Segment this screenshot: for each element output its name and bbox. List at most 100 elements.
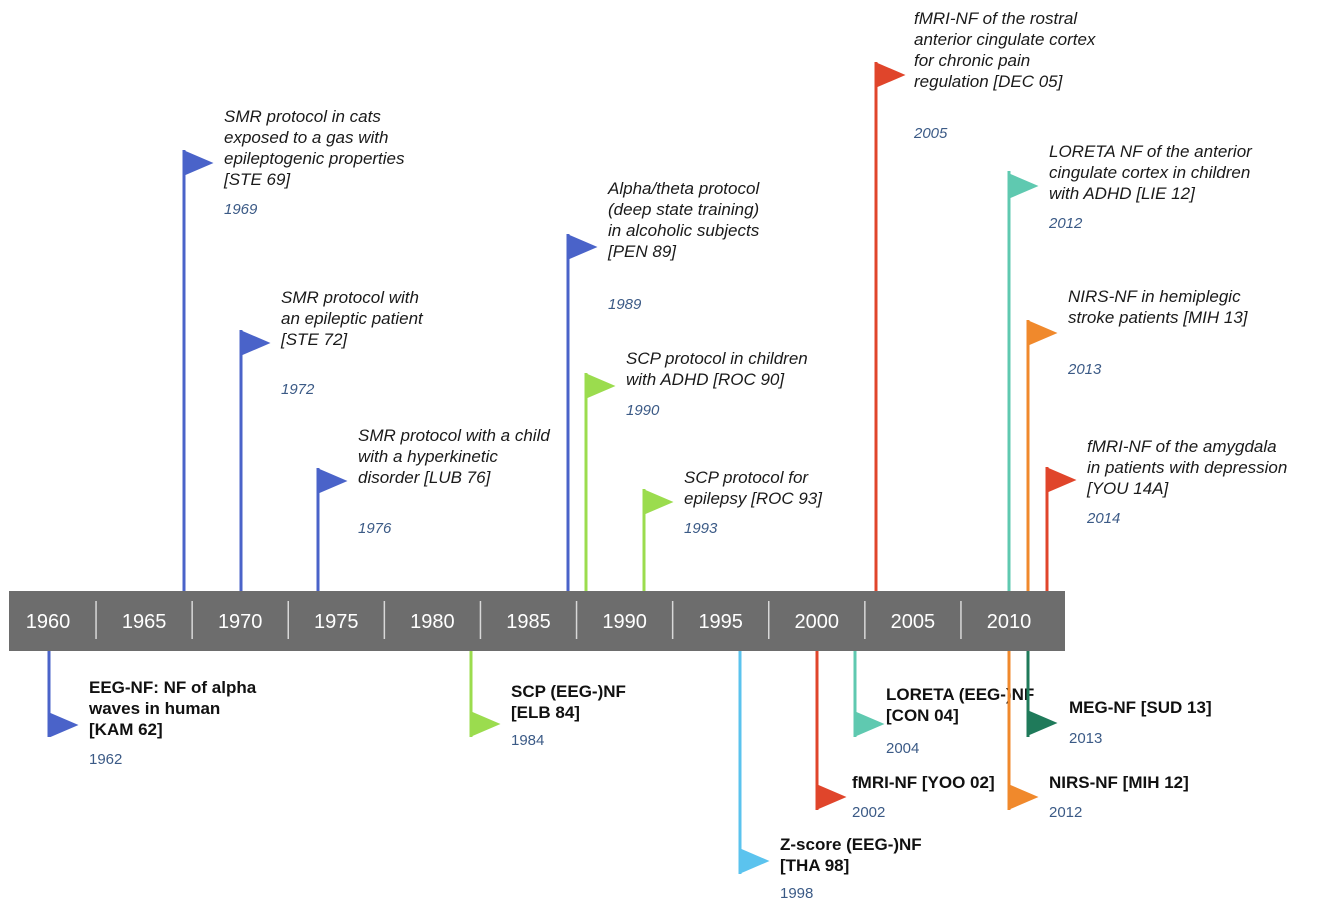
event-description-line: waves in human bbox=[88, 699, 220, 718]
event-year: 1984 bbox=[511, 732, 544, 749]
event-description-line: epileptogenic properties bbox=[224, 149, 405, 168]
event-description-line: MEG-NF [SUD 13] bbox=[1069, 698, 1212, 717]
event-description-line: for chronic pain bbox=[914, 51, 1030, 70]
event-description: fMRI-NF [YOO 02] bbox=[852, 773, 995, 792]
event-description: EEG-NF: NF of alpha waves in human [KAM 62… bbox=[88, 678, 257, 739]
flag-marker-icon bbox=[877, 63, 906, 87]
event-description-line: NIRS-NF [MIH 12] bbox=[1049, 773, 1189, 792]
event-description-line: [PEN 89] bbox=[607, 242, 677, 261]
flag-marker-icon bbox=[818, 785, 847, 809]
event-description: LORETA (EEG-)NF [CON 04] bbox=[886, 685, 1034, 725]
event-description-line: SCP (EEG-)NF bbox=[511, 682, 626, 701]
event-description-line: SMR protocol with a child bbox=[358, 426, 550, 445]
timeline-event-above: fMRI-NF of the amygdala in patients with … bbox=[1045, 437, 1287, 591]
event-description: SCP protocol in children with ADHD [ROC 9… bbox=[626, 349, 808, 389]
axis-year-label: 1960 bbox=[26, 611, 71, 633]
event-description-line: disorder [LUB 76] bbox=[358, 468, 492, 487]
axis-year-label: 1980 bbox=[410, 611, 455, 633]
event-description-line: NIRS-NF in hemiplegic bbox=[1068, 287, 1241, 306]
event-description-line: (deep state training) bbox=[608, 200, 759, 219]
event-description-line: SCP protocol for bbox=[684, 468, 809, 487]
axis-bar bbox=[9, 591, 1065, 651]
event-description-line: Alpha/theta protocol bbox=[607, 179, 760, 198]
timeline-event-below: MEG-NF [SUD 13]2013 bbox=[1026, 651, 1212, 747]
flag-marker-icon bbox=[1029, 711, 1058, 735]
event-description-line: SMR protocol in cats bbox=[224, 107, 381, 126]
axis-year-label: 1995 bbox=[698, 611, 743, 633]
flag-marker-icon bbox=[1010, 785, 1039, 809]
event-year: 1989 bbox=[608, 296, 642, 313]
event-description-line: fMRI-NF of the amygdala bbox=[1087, 437, 1277, 456]
event-year: 2014 bbox=[1086, 510, 1120, 527]
axis-year-label: 1970 bbox=[218, 611, 263, 633]
flag-marker-icon bbox=[856, 712, 885, 736]
event-description-line: SCP protocol in children bbox=[626, 349, 808, 368]
event-description-line: anterior cingulate cortex bbox=[914, 30, 1096, 49]
event-year: 1990 bbox=[626, 402, 660, 419]
flag-marker-icon bbox=[569, 235, 598, 259]
timeline-event-below: EEG-NF: NF of alpha waves in human [KAM 62… bbox=[47, 651, 257, 768]
axis-year-label: 2000 bbox=[795, 611, 840, 633]
event-description-line: [ELB 84] bbox=[511, 703, 580, 722]
timeline-event-below: SCP (EEG-)NF [ELB 84] 1984 bbox=[469, 651, 626, 749]
event-description-line: LORETA NF of the anterior bbox=[1049, 142, 1253, 161]
event-description-line: fMRI-NF [YOO 02] bbox=[852, 773, 995, 792]
flag-marker-icon bbox=[741, 849, 770, 873]
event-year: 2012 bbox=[1048, 215, 1083, 232]
event-description-line: in patients with depression bbox=[1087, 458, 1287, 477]
event-description: NIRS-NF [MIH 12] bbox=[1049, 773, 1189, 792]
event-year: 2005 bbox=[913, 125, 948, 142]
timeline-event-below: fMRI-NF [YOO 02] 2002 bbox=[815, 651, 995, 821]
event-year: 1969 bbox=[224, 201, 258, 218]
flag-marker-icon bbox=[242, 331, 271, 355]
event-year: 1998 bbox=[780, 885, 813, 900]
flag-marker-icon bbox=[587, 374, 616, 398]
event-description: Alpha/theta protocol (deep state training… bbox=[607, 179, 760, 261]
event-year: 1972 bbox=[281, 381, 315, 398]
event-description: LORETA NF of the anterior cingulate corte… bbox=[1049, 142, 1253, 203]
flag-marker-icon bbox=[1029, 321, 1058, 345]
event-description: Z-score (EEG-)NF [THA 98] bbox=[780, 835, 922, 875]
event-description-line: [THA 98] bbox=[780, 856, 849, 875]
timeline-event-below: Z-score (EEG-)NF [THA 98] 1998 bbox=[738, 651, 922, 900]
event-description-line: cingulate cortex in children bbox=[1049, 163, 1250, 182]
event-description-line: LORETA (EEG-)NF bbox=[886, 685, 1034, 704]
timeline-events: EEG-NF: NF of alpha waves in human [KAM 62… bbox=[47, 9, 1287, 900]
axis-year-label: 1990 bbox=[602, 611, 647, 633]
event-description-line: Z-score (EEG-)NF bbox=[780, 835, 922, 854]
event-description-line: [CON 04] bbox=[886, 706, 959, 725]
event-description: NIRS-NF in hemiplegic stroke patients [MI… bbox=[1068, 287, 1249, 327]
timeline-event-above: LORETA NF of the anterior cingulate corte… bbox=[1007, 142, 1253, 591]
event-description-line: [YOU 14A] bbox=[1086, 479, 1170, 498]
timeline-event-below: NIRS-NF [MIH 12]2012 bbox=[1007, 651, 1189, 821]
event-description-line: stroke patients [MIH 13] bbox=[1068, 308, 1249, 327]
event-description-line: regulation [DEC 05] bbox=[914, 72, 1064, 91]
flag-marker-icon bbox=[319, 469, 348, 493]
timeline-event-above: SMR protocol with a child with a hyperkin… bbox=[316, 426, 550, 591]
event-year: 2002 bbox=[852, 804, 885, 821]
event-description: SMR protocol with a child with a hyperkin… bbox=[358, 426, 550, 487]
event-description-line: [STE 69] bbox=[223, 170, 291, 189]
flag-marker-icon bbox=[1010, 174, 1039, 198]
flag-marker-icon bbox=[185, 151, 214, 175]
event-description-line: SMR protocol with bbox=[281, 288, 419, 307]
event-description-line: EEG-NF: NF of alpha bbox=[89, 678, 257, 697]
event-year: 1976 bbox=[358, 520, 392, 537]
flag-marker-icon bbox=[1048, 468, 1077, 492]
event-description-line: with ADHD [ROC 90] bbox=[626, 370, 785, 389]
timeline-event-above: SMR protocol with an epileptic patient [ST… bbox=[239, 288, 424, 591]
event-description: SMR protocol with an epileptic patient [ST… bbox=[280, 288, 424, 349]
event-year: 1993 bbox=[684, 520, 718, 537]
event-description-line: an epileptic patient bbox=[281, 309, 424, 328]
timeline-event-above: Alpha/theta protocol (deep state training… bbox=[566, 179, 760, 591]
timeline-event-below: LORETA (EEG-)NF[CON 04]2004 bbox=[853, 651, 1034, 757]
event-year: 2013 bbox=[1067, 361, 1102, 378]
event-description-line: [KAM 62] bbox=[89, 720, 163, 739]
event-description-line: [STE 72] bbox=[280, 330, 348, 349]
axis-year-label: 1985 bbox=[506, 611, 551, 633]
event-description-line: with a hyperkinetic bbox=[358, 447, 498, 466]
